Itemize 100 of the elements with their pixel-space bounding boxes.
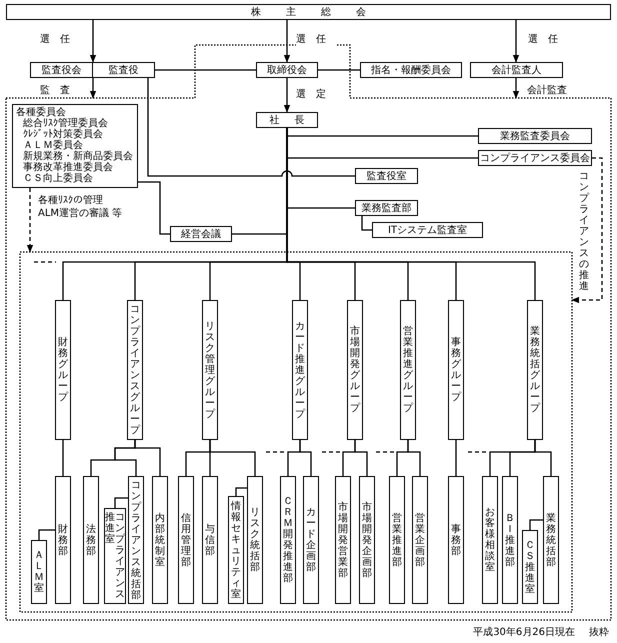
connector-line	[147, 78, 355, 177]
connector-line	[235, 487, 247, 496]
vertical-box	[543, 476, 559, 604]
connector-line	[38, 529, 55, 540]
connector-line	[529, 519, 543, 530]
org-box	[256, 112, 318, 128]
vertical-box	[448, 476, 464, 604]
vertical-box	[482, 476, 498, 604]
edge-label: 会計監査	[527, 84, 567, 97]
vertical-box	[280, 476, 296, 604]
vertical-box	[104, 508, 126, 604]
vertical-box	[127, 300, 143, 440]
box-label: 業務監査部	[362, 202, 412, 215]
box-label: 情報セキュリティ室	[231, 500, 241, 600]
box-label: 事務グループ	[451, 337, 461, 403]
arrow	[512, 78, 520, 99]
committee-item: 事務改革推進委員会	[23, 162, 113, 173]
org-box	[30, 62, 155, 78]
vertical-box	[527, 300, 543, 440]
connector-line	[299, 440, 312, 476]
vertical-box	[359, 476, 375, 604]
vertical-box	[83, 476, 99, 604]
vertical-box	[522, 530, 538, 604]
vertical-box	[347, 300, 363, 440]
org-box	[6, 4, 611, 20]
vertical-box	[247, 476, 263, 604]
box-label: ＡＬＭ室	[34, 550, 44, 594]
box-label: 市場開発企画部	[362, 502, 372, 578]
box-label: 会計監査人	[492, 64, 542, 77]
connector-line	[134, 440, 161, 476]
box-label: リスク統括部	[250, 507, 260, 573]
arrow	[90, 20, 96, 63]
box-label: 監査役室	[366, 170, 406, 183]
box-label: ＣＲＭ開発推進部	[283, 496, 293, 584]
org-box	[170, 226, 232, 242]
box-label: コンプライアンス委員会	[480, 152, 590, 165]
connector-line	[354, 440, 368, 476]
box-label: 業務監査委員会	[500, 130, 570, 143]
box-label: リスク管理グループ	[205, 320, 215, 420]
committee-box	[12, 104, 138, 188]
vertical-box	[292, 300, 308, 440]
vertical-box	[202, 476, 218, 604]
arrow	[571, 157, 603, 304]
vertical-box	[502, 476, 518, 604]
note-text: 抜粋	[589, 626, 609, 639]
connector-line	[455, 440, 457, 476]
arrow	[284, 78, 290, 113]
box-label: 経営会議	[181, 228, 221, 241]
vertical-box	[55, 476, 71, 604]
box-label: 業務統括部	[546, 512, 556, 568]
committee-item: ＣＳ向上委員会	[23, 173, 93, 184]
connector-line	[318, 69, 360, 71]
box-label: コンプライアンス推進室	[105, 512, 125, 600]
connector-line	[209, 440, 256, 476]
box-label: ＣＳ推進室	[525, 540, 535, 594]
box-label: 内部統制室	[155, 512, 165, 568]
box-label: 社長	[270, 114, 320, 127]
edge-label: コンプライアンスの推進	[579, 171, 589, 292]
box-label: 営業推進部	[392, 512, 402, 568]
box-label: コンプライアンスグループ	[130, 304, 140, 436]
org-box	[355, 168, 418, 184]
connector-line	[114, 497, 128, 508]
box-label: 業務統括グループ	[530, 326, 540, 414]
committee-item: ＡＬＭ委員会	[23, 140, 83, 151]
box-label: 財務部	[58, 524, 68, 556]
connector-line	[62, 440, 64, 476]
box-label: 法務部	[86, 524, 96, 556]
connector-line	[138, 181, 170, 235]
box-label: 監査役	[92, 63, 154, 77]
committee-item: 総合ﾘｽｸ管理委員会	[23, 118, 108, 129]
org-box	[478, 128, 592, 144]
arrow	[284, 20, 290, 63]
org-box	[360, 62, 462, 78]
vertical-box	[31, 540, 47, 604]
connector-line	[534, 440, 552, 476]
vertical-box	[412, 476, 428, 604]
connector-line	[361, 216, 372, 231]
org-box	[256, 62, 318, 78]
vertical-box	[178, 476, 194, 604]
org-box	[355, 200, 418, 216]
org-box	[470, 62, 563, 78]
box-label: 株主総会	[251, 6, 391, 19]
committee-item: 新規業務・新商品委員会	[23, 151, 133, 162]
arrow	[90, 78, 96, 99]
committee-item: ｸﾚｼﾞｯﾄ対策委員会	[23, 129, 103, 140]
box-label: 信用管理部	[181, 512, 191, 568]
box-label: ＢＩ推進部	[505, 512, 515, 568]
vertical-box	[448, 300, 464, 440]
vertical-box	[303, 476, 319, 604]
box-label: カード推進グループ	[295, 320, 305, 420]
vertical-box	[55, 300, 71, 440]
box-label: 監査役会	[40, 64, 83, 77]
box-label: 取締役会	[267, 64, 307, 77]
connector-line	[155, 69, 256, 71]
arrow	[512, 20, 520, 63]
box-label: コンプライアンス統括部	[131, 480, 141, 600]
box-label: 与信部	[205, 524, 215, 556]
edge-label: 選任	[296, 33, 336, 46]
box-label: カード企画部	[306, 507, 316, 573]
box-label: 市場開発営業部	[338, 502, 348, 578]
